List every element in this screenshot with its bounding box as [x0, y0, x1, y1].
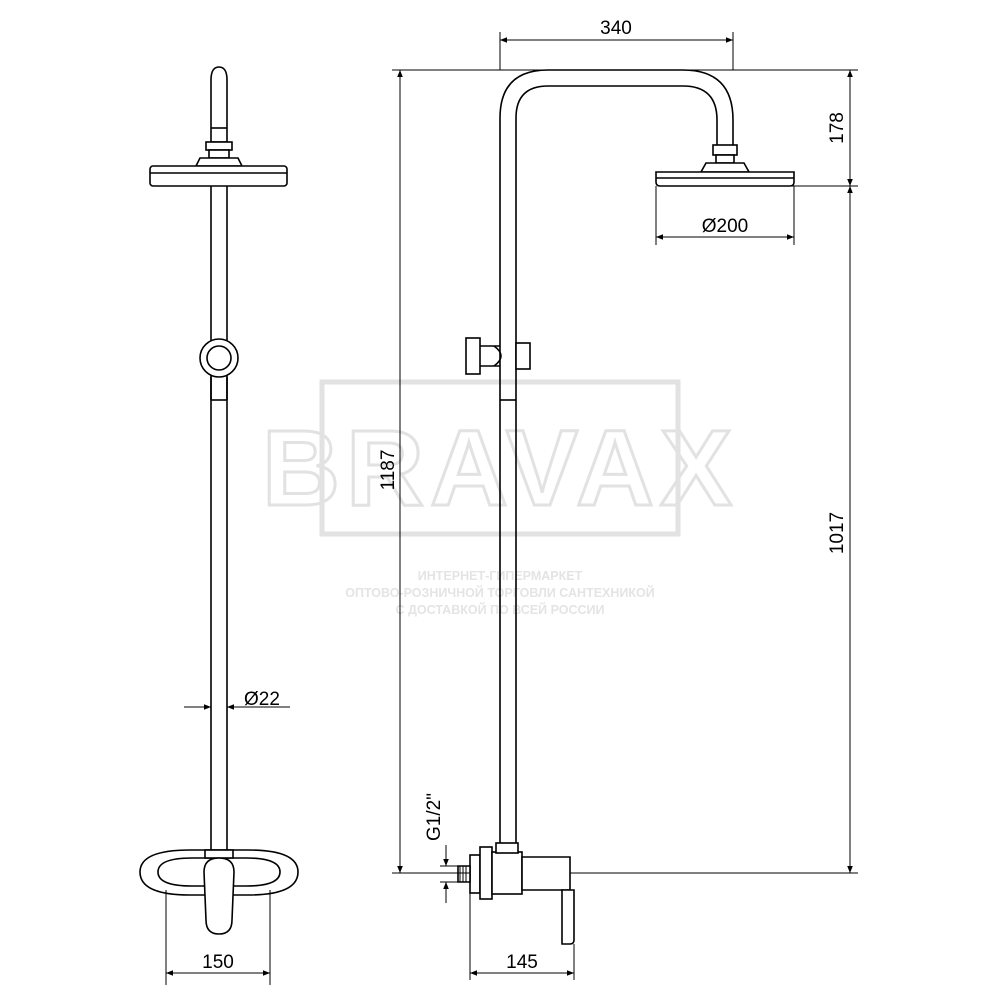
wall-flange: [469, 854, 481, 894]
rain-shower-head-front: [149, 165, 288, 187]
front-dimensions: [165, 704, 290, 985]
holder-bracket: [480, 345, 500, 367]
label-head-diameter: Ø200: [702, 216, 748, 237]
front-view: [139, 66, 299, 935]
mixer-top-nut: [204, 849, 234, 859]
side-head-nut: [712, 144, 738, 156]
thread-lines: [459, 866, 467, 882]
label-head-height: 178: [827, 112, 848, 144]
side-head-swivel: [715, 154, 735, 164]
eccentric-nut: [479, 846, 493, 900]
label-pipe-diameter: Ø22: [244, 689, 280, 710]
holder-curve: [493, 345, 502, 367]
head-nut: [205, 141, 233, 151]
label-mixer-width: 150: [202, 952, 234, 973]
label-head-to-mixer: 1017: [827, 512, 848, 554]
mixer-lever-front: [203, 857, 235, 935]
head-swivel: [208, 149, 230, 159]
holder-clamp: [515, 342, 531, 370]
label-mixer-depth: 145: [506, 952, 538, 973]
watermark: BRAVAX ИНТЕРНЕТ-ГИПЕРМАРКЕТ ОПТОВО-РОЗНИ…: [260, 379, 738, 617]
head-base: [194, 157, 244, 167]
label-thread: G1/2": [424, 793, 445, 841]
side-head-base: [699, 162, 751, 173]
side-view: [457, 69, 795, 945]
rain-shower-head-side: [655, 171, 795, 187]
holder-ring-inner: [206, 345, 232, 371]
label-head-reach: 340: [600, 18, 632, 39]
watermark-brand: BRAVAX: [262, 407, 738, 528]
arm-inner: [515, 85, 718, 850]
side-dimensions: [392, 32, 858, 980]
holder-wall-plate: [465, 337, 481, 375]
mixer-lever-side: [561, 889, 575, 945]
shower-arm-end: [210, 66, 228, 143]
mixer-body-side: [521, 856, 571, 891]
label-total-height: 1187: [378, 450, 399, 491]
mixer-riser-nut: [495, 842, 519, 854]
mixer-union: [491, 851, 523, 895]
